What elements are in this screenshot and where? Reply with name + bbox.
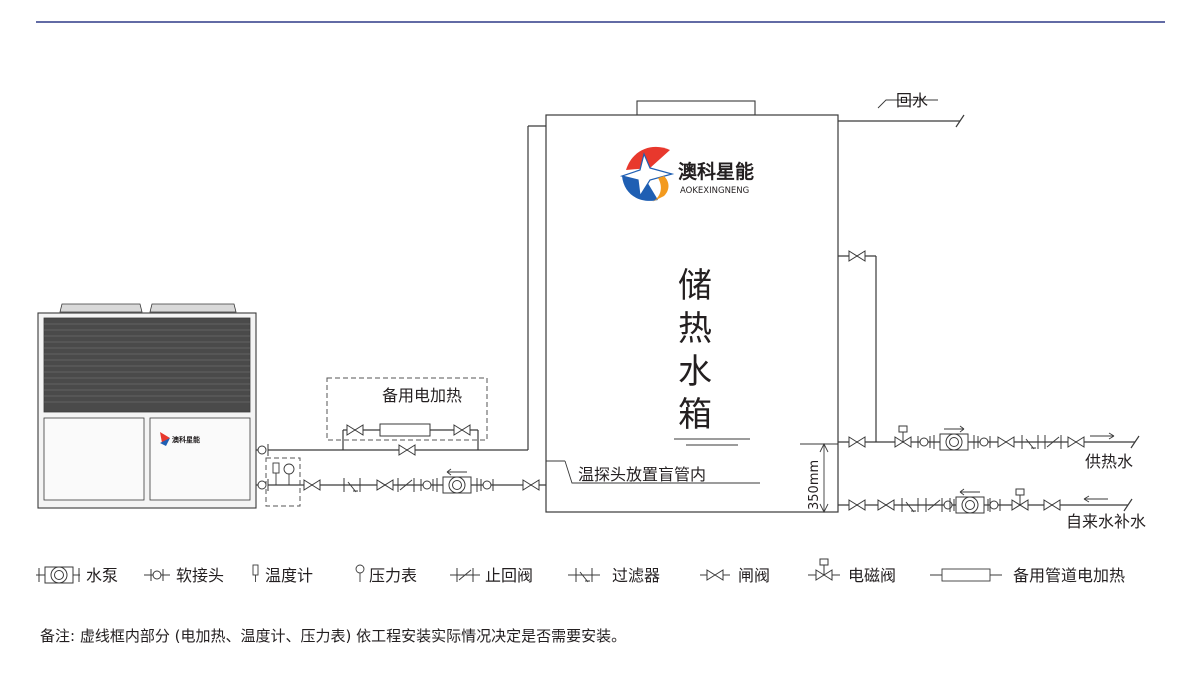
brand-logo: 澳科星能 AOKEXINGNENG [619,146,754,202]
tank-title-char-1: 储 [678,266,712,306]
legend-item-thermo: 温度计 [252,564,313,585]
water-pump-icon [36,566,80,584]
filter-icon [568,567,600,583]
height-dimension-label: 350mm [807,460,822,510]
solenoid-valve-icon [808,558,840,581]
legend-label-solenoid: 电磁阀 [848,566,896,585]
logo-name-cn: 澳科星能 [678,160,754,183]
hot-water-supply-label: 供热水 [1085,452,1133,471]
flexible-joint-icon [144,568,170,582]
gate-valve-icon [700,569,730,581]
legend-item-heater: 备用管道电加热 [930,566,1125,585]
legend: 水泵 软接头 温度计 压力表 [36,558,1125,585]
heat-pump-unit: 澳科星能 [37,303,257,509]
legend-label-heater: 备用管道电加热 [1013,566,1125,585]
legend-label-thermo: 温度计 [265,566,313,585]
legend-label-flex: 软接头 [176,566,224,585]
pressure-gauge-icon [355,564,365,582]
storage-tank: 350mm 温探头放置盲管内 储 热 水 箱 [545,100,839,514]
legend-item-filter: 过滤器 [568,566,660,585]
piping-left: 备用电加热 [255,125,546,507]
tank-title-char-3: 水 [678,352,712,392]
thermometer-icon [252,564,259,582]
legend-item-flex: 软接头 [144,566,224,585]
legend-item-check: 止回阀 [450,566,533,585]
unit-badge-logo: 澳科星能 [160,432,200,446]
makeup-water-label: 自来水补水 [1066,512,1146,531]
legend-label-gate: 闸阀 [738,566,770,585]
unit-badge-text: 澳科星能 [172,435,200,444]
tank-title-char-2: 热 [678,309,712,349]
check-valve-icon [450,567,480,583]
backup-heater-label: 备用电加热 [382,386,462,405]
probe-label: 温探头放置盲管内 [578,465,706,484]
piping-right: 回水 供热水 自来水补水 [838,91,1146,531]
return-water-label: 回水 [896,91,928,110]
legend-item-solenoid: 电磁阀 [808,558,896,585]
legend-label-filter: 过滤器 [612,566,660,585]
legend-item-gate: 闸阀 [700,566,770,585]
legend-label-check: 止回阀 [485,566,533,585]
legend-label-gauge: 压力表 [369,566,417,585]
tank-title-char-4: 箱 [678,395,712,435]
logo-name-en: AOKEXINGNENG [680,186,749,196]
legend-label-pump: 水泵 [86,566,118,585]
legend-item-pump: 水泵 [36,566,118,585]
footnote: 备注: 虚线框内部分 (电加热、温度计、压力表) 依工程安装实际情况决定是否需要… [40,627,626,645]
pipe-heater-icon [930,568,1002,582]
legend-item-gauge: 压力表 [355,564,417,585]
